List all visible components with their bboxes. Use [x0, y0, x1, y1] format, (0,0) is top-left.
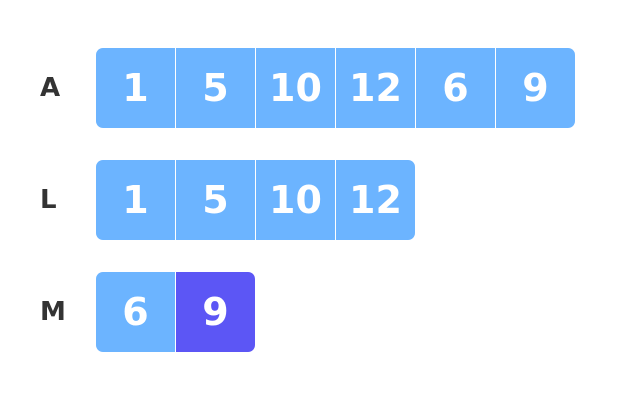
array-cell: 12 — [336, 48, 416, 128]
array-cell-highlighted: 9 — [176, 272, 255, 352]
array-cell: 10 — [256, 160, 336, 240]
array-cell: 5 — [176, 160, 256, 240]
array-cell: 1 — [96, 160, 176, 240]
array-label: A — [40, 73, 61, 103]
array-cell: 9 — [496, 48, 575, 128]
array-cells: 1 5 10 12 6 9 — [96, 48, 575, 128]
array-cells: 1 5 10 12 — [96, 160, 415, 240]
array-label: M — [40, 297, 66, 327]
array-cell: 12 — [336, 160, 415, 240]
array-cell: 5 — [176, 48, 256, 128]
array-cell: 1 — [96, 48, 176, 128]
array-cell: 6 — [416, 48, 496, 128]
array-cells: 6 9 — [96, 272, 255, 352]
array-cell: 10 — [256, 48, 336, 128]
array-label: L — [40, 185, 57, 215]
array-cell: 6 — [96, 272, 176, 352]
